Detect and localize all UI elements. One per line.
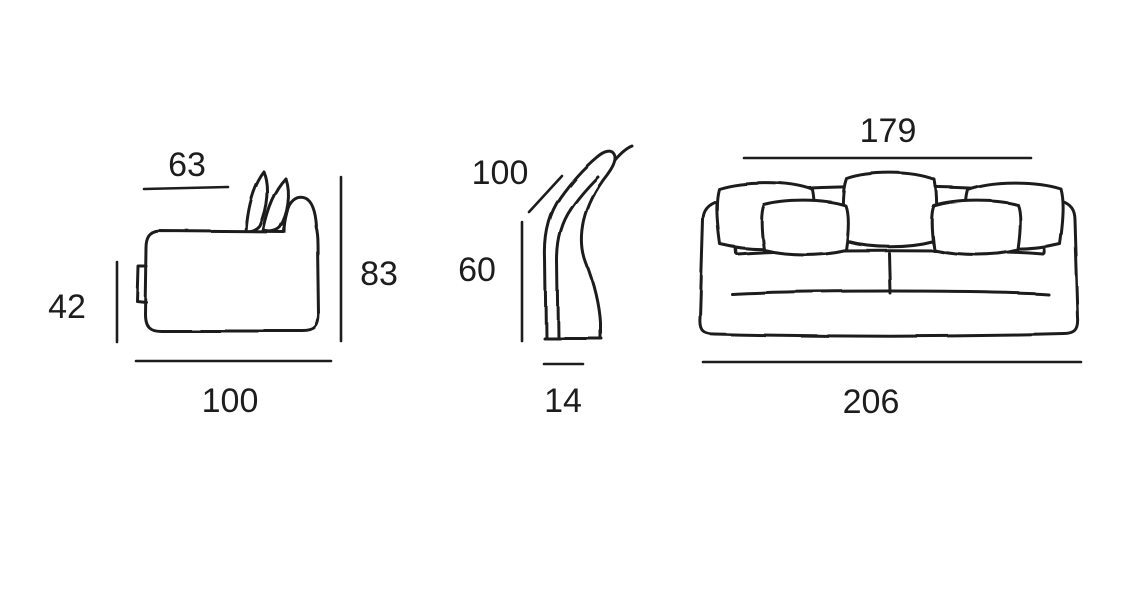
front-inner-width-dimension-label: 179 bbox=[860, 112, 917, 150]
arm-back-fold bbox=[613, 144, 634, 162]
front-view-dimensions: 179 206 bbox=[701, 112, 1083, 421]
front-throw-pillow-right bbox=[930, 199, 1022, 256]
arm-height-dimension-label: 60 bbox=[458, 251, 496, 289]
side-top-dimension-label: 63 bbox=[168, 146, 206, 184]
side-depth-dimension-label: 100 bbox=[202, 382, 259, 420]
front-overall-width-dimension-label: 206 bbox=[843, 383, 900, 421]
side-top-dimension-line bbox=[142, 185, 230, 191]
arm-view-drawing bbox=[542, 144, 634, 340]
side-view-drawing bbox=[135, 170, 321, 333]
side-seat-height-dimension-label: 42 bbox=[48, 288, 86, 326]
arm-outer-profile bbox=[543, 149, 617, 340]
arm-back-height-dimension-line bbox=[527, 174, 564, 214]
side-sofa-body bbox=[143, 195, 321, 333]
front-view-drawing bbox=[698, 171, 1080, 338]
arm-view-dimensions: 100 60 14 bbox=[458, 154, 585, 420]
front-back-pillow-center bbox=[842, 171, 939, 248]
side-view-dimensions: 63 83 42 100 bbox=[48, 146, 398, 420]
side-height-dimension-label: 83 bbox=[360, 255, 398, 293]
arm-width-dimension-label: 14 bbox=[544, 382, 582, 420]
front-throw-pillow-left bbox=[760, 199, 850, 256]
arm-inner-profile bbox=[555, 175, 600, 340]
front-seat-divider-line bbox=[887, 251, 892, 295]
side-arm-tab bbox=[135, 264, 148, 304]
arm-back-height-dimension-label: 100 bbox=[472, 154, 529, 192]
